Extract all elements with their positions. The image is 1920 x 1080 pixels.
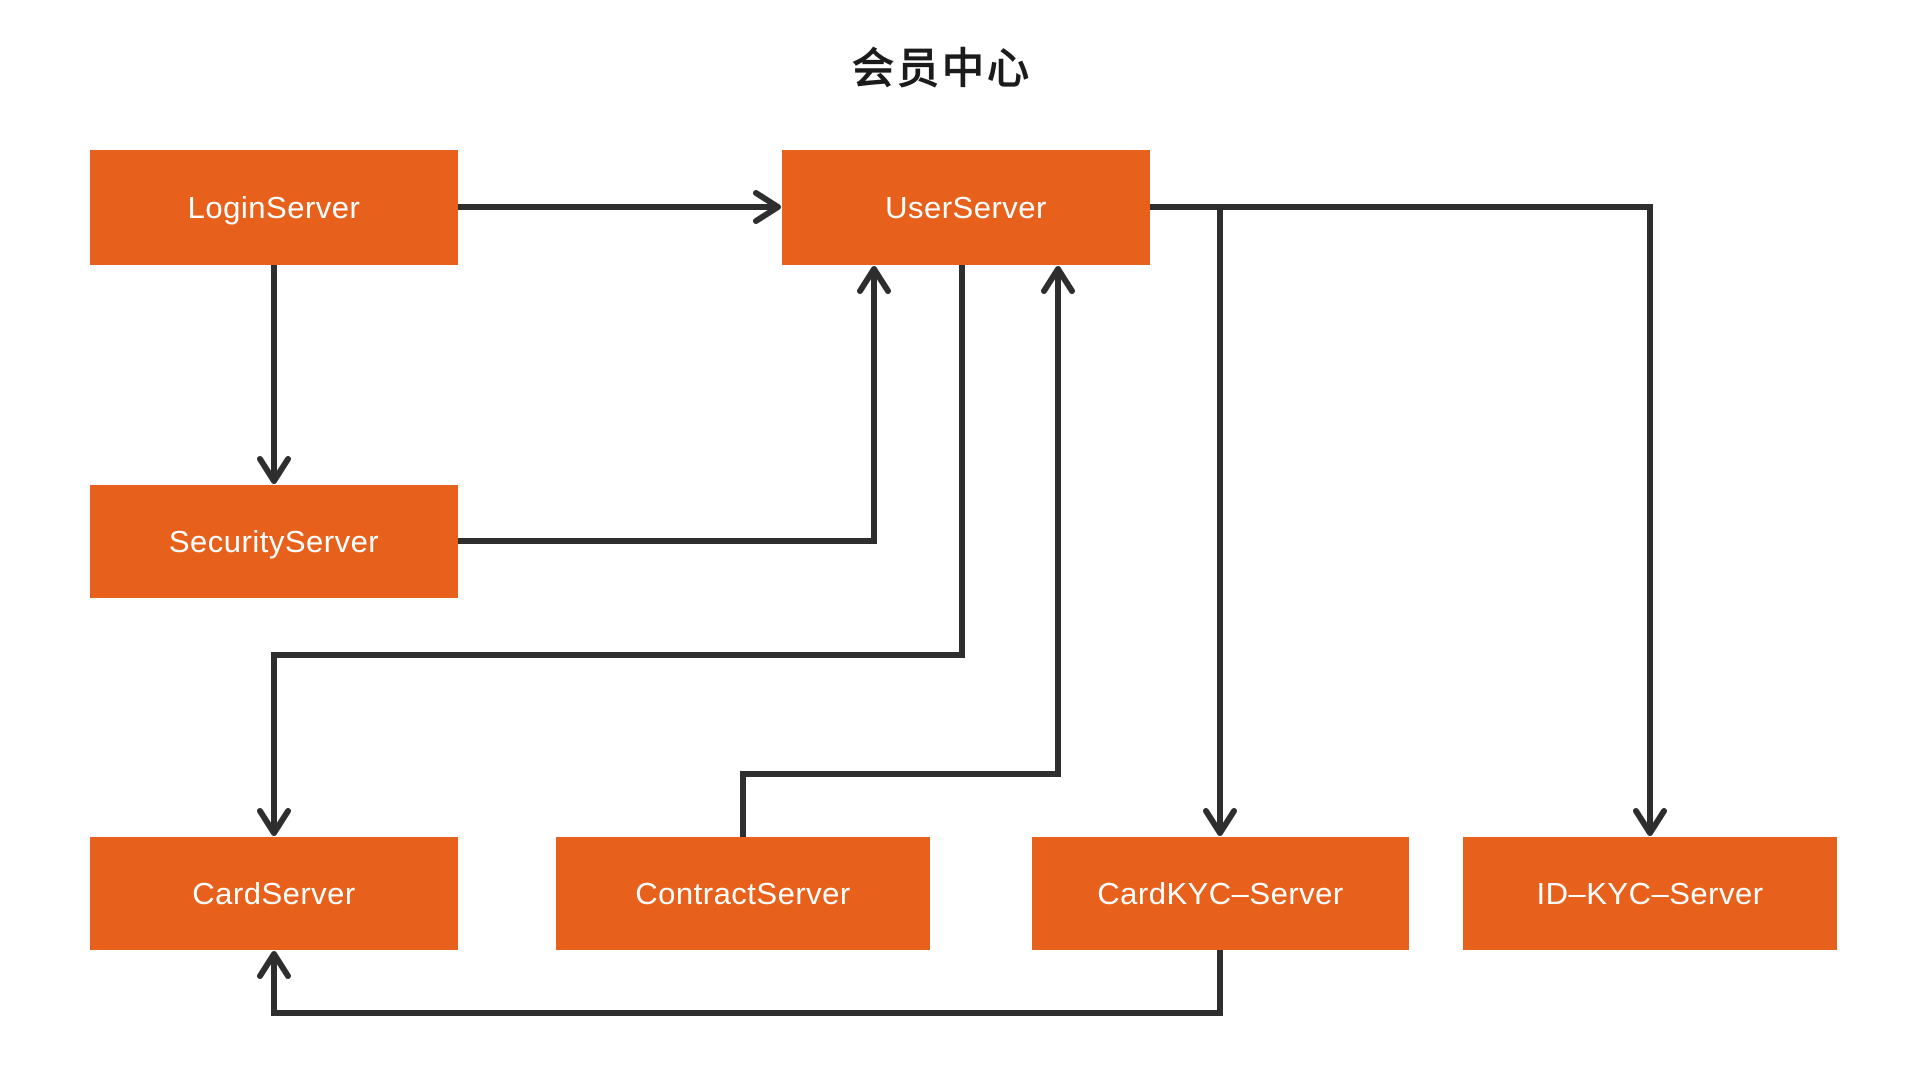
node-label: LoginServer	[187, 189, 361, 225]
node-cardkyc-server[interactable]: CardKYC–Server	[1032, 837, 1409, 950]
edge-cardkycserver-to-cardserver	[257, 950, 1223, 1016]
node-login-server[interactable]: LoginServer	[90, 150, 458, 265]
edge-securityserver-to-userserver	[458, 266, 891, 544]
node-label: CardKYC–Server	[1097, 875, 1344, 911]
node-label: CardServer	[192, 875, 356, 911]
edges-layer	[257, 190, 1667, 1016]
node-label: UserServer	[885, 189, 1047, 225]
edge-userserver-to-idkycserver	[1150, 204, 1667, 836]
node-user-server[interactable]: UserServer	[782, 150, 1150, 265]
node-label: ID–KYC–Server	[1536, 875, 1764, 911]
edge-userserver-to-cardkycserver	[1150, 204, 1237, 836]
node-contract-server[interactable]: ContractServer	[556, 837, 930, 950]
node-security-server[interactable]: SecurityServer	[90, 485, 458, 598]
node-label: ContractServer	[635, 875, 851, 911]
node-label: SecurityServer	[168, 523, 380, 559]
edge-contractserver-to-userserver	[740, 266, 1075, 837]
edge-userserver-to-cardserver	[257, 265, 965, 836]
diagram-title: 会员中心	[851, 45, 1032, 92]
node-id-kyc-server[interactable]: ID–KYC–Server	[1463, 837, 1837, 950]
node-card-server[interactable]: CardServer	[90, 837, 458, 950]
